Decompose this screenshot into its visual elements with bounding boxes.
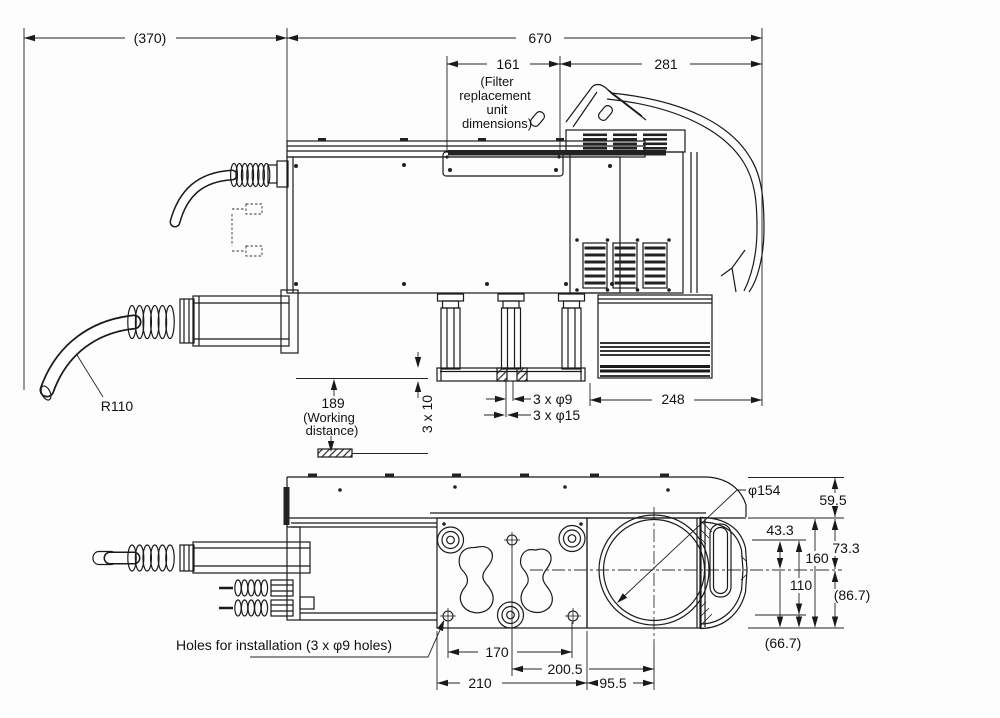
dim-248-label: 248 — [661, 391, 685, 407]
side-view-device-outline — [267, 83, 765, 458]
dim-59-5-label: 59.5 — [819, 492, 846, 508]
dim-110-label: 110 — [790, 577, 813, 593]
plan-small-cables — [219, 579, 294, 617]
dim-370-label: (370) — [134, 30, 167, 46]
dim-200-5-label: 200.5 — [547, 661, 582, 677]
hidden-connector-marks — [231, 203, 263, 257]
cable-end — [40, 385, 52, 401]
dim-670-label: 670 — [528, 30, 552, 46]
filter-note-line1: (Filter — [480, 74, 514, 89]
dim-160-label: 160 — [805, 550, 829, 566]
working-distance-line1: (Working — [303, 410, 355, 425]
upper-cable-corrugation — [230, 162, 271, 188]
dim-161-label: 161 — [496, 56, 520, 72]
dim-r110-label: R110 — [101, 398, 134, 414]
lens-circle-outer — [598, 514, 710, 626]
lower-cable-corrugation — [127, 304, 175, 340]
filter-replacement-note: (Filter replacement unit dimensions) — [459, 74, 532, 131]
plan-feet — [436, 524, 586, 629]
plan-cable-corrugation — [127, 544, 175, 572]
cutout-right — [519, 548, 553, 614]
dim-phi154-label: φ154 — [748, 482, 781, 498]
dim-189-label: 189 — [321, 395, 345, 411]
dim-170-label: 170 — [485, 644, 509, 660]
filter-note-line3: unit — [487, 102, 508, 117]
dim-3xphi15-label: 3 x φ15 — [533, 407, 580, 423]
working-distance-line2: distance) — [306, 423, 359, 438]
center-lines — [530, 507, 842, 646]
lower-connector-assembly — [179, 289, 299, 354]
plan-view-dark-details — [283, 473, 670, 526]
dim-86-7-label: (86.7) — [834, 587, 871, 603]
filter-note-line2: replacement — [459, 88, 531, 103]
working-distance-target — [317, 448, 353, 458]
dim-43-3-label: 43.3 — [766, 522, 793, 538]
installation-holes — [440, 532, 581, 624]
dim-3x10-label: 3 x 10 — [419, 395, 435, 433]
plan-view: φ154 59.5 43.3 73.3 160 110 (86.7) (66.7… — [92, 473, 871, 691]
dim-66-7-label: (66.7) — [765, 635, 802, 651]
dim-281-label: 281 — [654, 56, 678, 72]
filter-note-line4: dimensions) — [462, 116, 532, 131]
plan-view-device-outline — [92, 476, 748, 630]
plan-view-dimension-lines — [250, 477, 844, 690]
mounting-feet — [436, 293, 586, 370]
dim-210-label: 210 — [468, 675, 492, 691]
installation-holes-label: Holes for installation (3 x φ9 holes) — [176, 637, 392, 653]
dim-3xphi9-label: 3 x φ9 — [533, 391, 573, 407]
dim-95-5-label: 95.5 — [599, 675, 626, 691]
dim-73-3-label: 73.3 — [832, 540, 859, 556]
side-view: (370) 670 161 281 (Filter replacement un… — [23, 28, 765, 458]
cutout-left — [458, 546, 494, 614]
side-view-dark-details — [294, 133, 671, 292]
side-view-dimension-lines — [23, 28, 763, 454]
